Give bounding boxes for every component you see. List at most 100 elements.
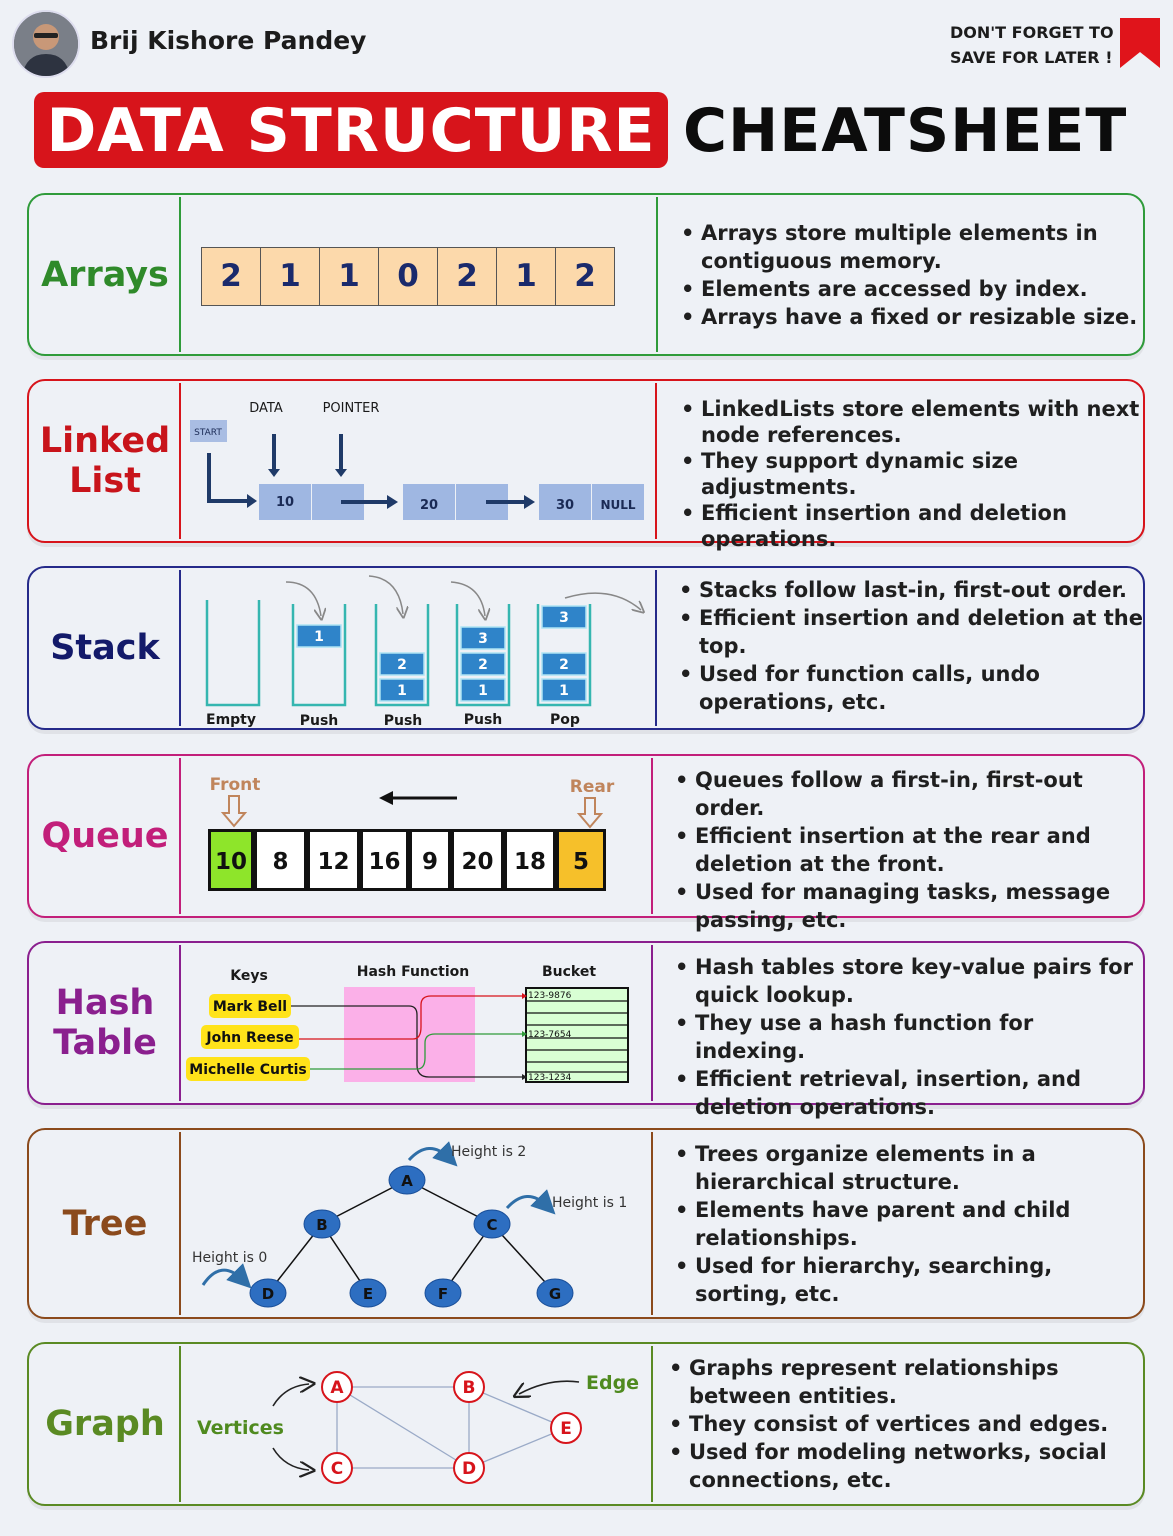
stack-caption-push-3: Push <box>464 712 503 728</box>
tree-diagram: A B C D E F G Height is 2 Height is 1 He… <box>192 1141 627 1308</box>
node-30: 30 <box>556 498 574 513</box>
stack2-item-2: 1 <box>397 683 407 699</box>
stack3-item-2: 2 <box>478 657 488 673</box>
card-hash-table: Hash Table Keys Hash Function Bucket Mar… <box>27 941 1145 1119</box>
queue-cell: 8 <box>254 829 307 891</box>
tree-node-c: C <box>486 1216 497 1234</box>
stack4-item-1: 2 <box>559 657 569 673</box>
vertices-label: Vertices <box>197 1417 284 1439</box>
queue-cell: 9 <box>409 829 451 891</box>
stack-caption-push-1: Push <box>300 713 339 729</box>
graph-bullet-1: Graphs represent relationships between e… <box>669 1354 1149 1410</box>
hash-bullet-3: Efficient retrieval, insertion, and dele… <box>675 1065 1145 1121</box>
arrays-bullet-1: Arrays store multiple elements in contig… <box>681 219 1141 275</box>
queue-cell: 5 <box>556 829 606 891</box>
array-cell: 0 <box>378 247 438 306</box>
card-stack: Stack 1 2 1 3 2 <box>27 566 1145 730</box>
rear-label: Rear <box>570 777 615 797</box>
linked-list-diagram: START DATA POINTER 10 20 30 NULL <box>190 401 644 520</box>
tree-node-f: F <box>438 1285 448 1303</box>
queue-bullet-2: Efficient insertion at the rear and dele… <box>675 822 1145 878</box>
queue-cell: 20 <box>451 829 504 891</box>
queue-bullets: Queues follow a first-in, first-out orde… <box>673 766 1145 934</box>
queue-cell: 18 <box>504 829 556 891</box>
stack-caption-pop: Pop <box>550 712 580 728</box>
stack-diagram: 1 2 1 3 2 1 3 2 1 Empty Push Push Push P… <box>205 575 655 729</box>
arrays-bullets: Arrays store multiple elements in contig… <box>679 219 1141 331</box>
array-cell: 1 <box>260 247 320 306</box>
graph-node-a: A <box>330 1378 344 1398</box>
tree-bullet-1: Trees organize elements in a hierarchica… <box>675 1140 1145 1196</box>
key-john-reese: John Reese <box>205 1030 293 1046</box>
pointer-label: POINTER <box>323 401 380 416</box>
stack4-item-2: 1 <box>559 683 569 699</box>
avatar <box>12 10 80 78</box>
graph-node-c: C <box>331 1459 343 1479</box>
card-linked-list: Linked List START DATA POINTER 10 20 30 … <box>27 379 1145 551</box>
key-michelle-curtis: Michelle Curtis <box>189 1062 306 1078</box>
card-graph: Graph A B C D E Vertices <box>27 1342 1145 1506</box>
height-1-label: Height is 1 <box>552 1195 627 1211</box>
linked-bullets: LinkedLists store elements with next nod… <box>679 396 1151 552</box>
stack-caption-push-2: Push <box>384 713 423 729</box>
save-note: DON'T FORGET TO SAVE FOR LATER ! <box>950 20 1114 70</box>
queue-bullet-1: Queues follow a first-in, first-out orde… <box>675 766 1145 822</box>
linked-bullet-2: They support dynamic size adjustments. <box>681 448 1151 500</box>
stack2-item-1: 2 <box>397 657 407 673</box>
graph-node-e: E <box>560 1419 572 1439</box>
bucket-123-1234: 123-1234 <box>528 1073 572 1083</box>
graph-node-d: D <box>462 1459 476 1479</box>
bucket-123-7654: 123-7654 <box>528 1030 572 1040</box>
tree-bullet-2: Elements have parent and child relations… <box>675 1196 1145 1252</box>
label-linked: Linked <box>39 421 171 461</box>
card-tree: Tree A B C D E F <box>27 1128 1145 1319</box>
keys-title: Keys <box>230 968 268 984</box>
key-mark-bell: Mark Bell <box>213 999 287 1015</box>
queue-cell: 10 <box>208 829 254 891</box>
stack-caption-empty: Empty <box>206 712 256 728</box>
array-cell: 2 <box>555 247 615 306</box>
hash-function-title: Hash Function <box>357 964 470 980</box>
label-queue: Queue <box>41 816 169 856</box>
stack3-item-3: 1 <box>478 683 488 699</box>
graph-bullets: Graphs represent relationships between e… <box>667 1354 1149 1494</box>
title-data-structure: DATA STRUCTURE <box>34 92 668 168</box>
tree-node-b: B <box>316 1216 327 1234</box>
label-arrays: Arrays <box>41 254 169 295</box>
data-label: DATA <box>249 401 283 416</box>
node-20: 20 <box>420 498 438 513</box>
title-cheatsheet: CHEATSHEET <box>683 96 1128 166</box>
graph-bullet-3: Used for modeling networks, social conne… <box>669 1438 1149 1494</box>
person-icon <box>14 12 78 76</box>
height-0-label: Height is 0 <box>192 1250 267 1266</box>
linked-bullet-1: LinkedLists store elements with next nod… <box>681 396 1151 448</box>
label-table: Table <box>53 1023 157 1063</box>
stack3-item-1: 3 <box>478 631 488 647</box>
stack-bullet-3: Used for function calls, undo operations… <box>679 660 1149 716</box>
queue-cell: 16 <box>360 829 409 891</box>
label-stack: Stack <box>50 628 160 668</box>
stack-bullet-2: Efficient insertion and deletion at the … <box>679 604 1149 660</box>
graph-bullet-2: They consist of vertices and edges. <box>669 1410 1149 1438</box>
tree-node-a: A <box>401 1172 413 1190</box>
array-cell: 2 <box>201 247 261 306</box>
save-note-line1: DON'T FORGET TO <box>950 23 1114 42</box>
queue-cell: 12 <box>307 829 360 891</box>
hash-bullet-1: Hash tables store key-value pairs for qu… <box>675 953 1145 1009</box>
hash-diagram: Keys Hash Function Bucket Mark Bell John… <box>186 964 629 1083</box>
label-graph: Graph <box>45 1404 165 1444</box>
stack-bullet-1: Stacks follow last-in, first-out order. <box>679 576 1149 604</box>
graph-diagram: A B C D E Vertices Edge <box>197 1371 639 1484</box>
label-hash: Hash <box>55 983 155 1023</box>
tree-node-e: E <box>363 1285 373 1303</box>
node-10: 10 <box>276 495 294 510</box>
queue-diagram: Front Rear <box>210 775 615 829</box>
label-list: List <box>69 461 141 501</box>
label-linked-list: Linked List <box>29 381 181 541</box>
graph-node-b: B <box>463 1378 476 1398</box>
node-null: NULL <box>600 498 635 512</box>
array-cell: 2 <box>437 247 497 306</box>
label-hash-table: Hash Table <box>29 943 181 1103</box>
arrays-bullet-2: Elements are accessed by index. <box>681 275 1141 303</box>
